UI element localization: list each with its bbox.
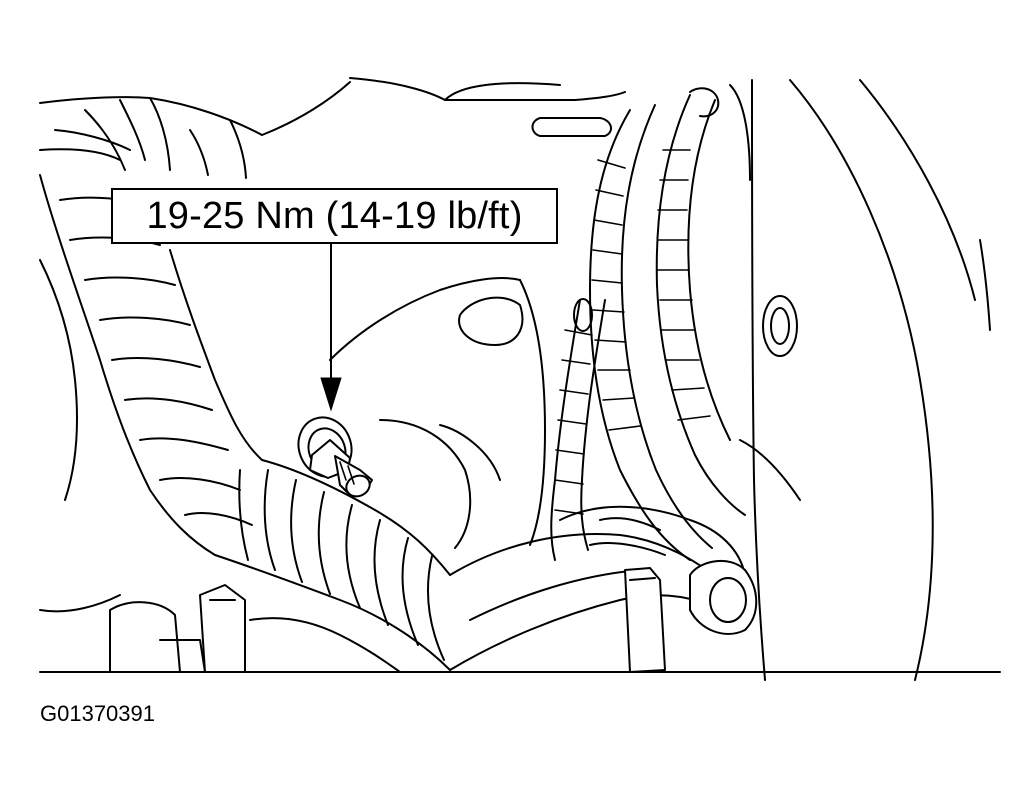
left-edge-housing (39, 259, 121, 613)
callout-leader-arrow (320, 243, 342, 412)
upper-casting-outline (39, 77, 626, 179)
mounting-plate (329, 277, 546, 549)
torque-callout-box: 19-25 Nm (14-19 lb/ft) (111, 188, 558, 244)
left-hose (39, 174, 263, 556)
torque-spec-label: 19-25 Nm (14-19 lb/ft) (146, 195, 523, 237)
bolt-icon (297, 416, 373, 498)
right-body-panels (531, 79, 991, 681)
lower-tube (214, 459, 451, 671)
harness-connector-cluster (449, 505, 758, 673)
wiring-harness (550, 94, 746, 561)
figure-id-label: G01370391 (40, 701, 155, 726)
lower-left-fittings (39, 584, 1001, 673)
